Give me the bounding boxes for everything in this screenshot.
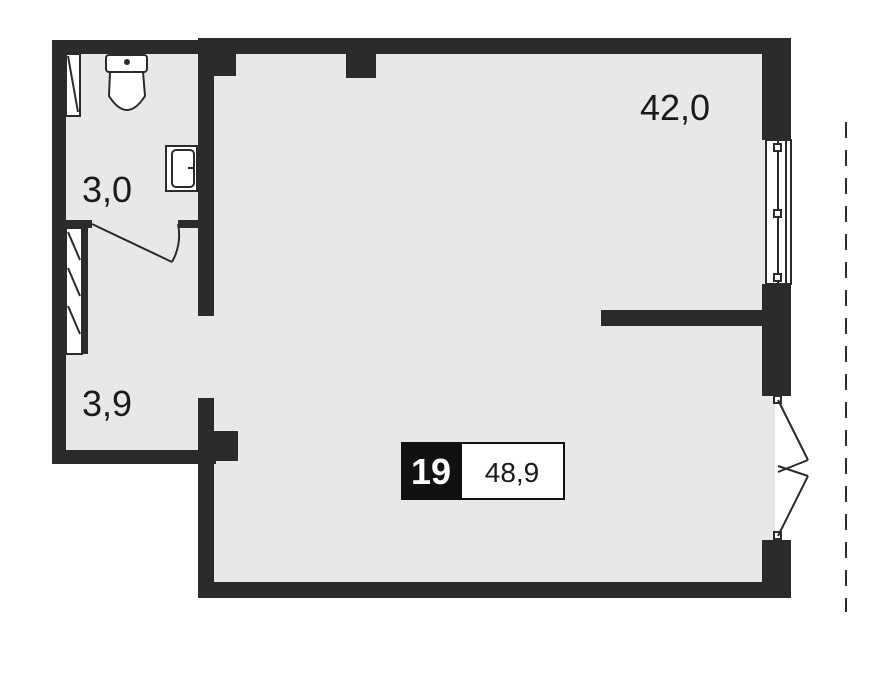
walls	[52, 38, 791, 598]
main-room-area-label: 42,0	[640, 87, 710, 128]
hallway-floor	[65, 227, 213, 451]
apartment-number: 19	[411, 451, 451, 492]
apartment-badge: 19 48,9	[401, 442, 565, 500]
wall-right-mid	[762, 284, 791, 396]
wall-bath-bottom-right	[178, 220, 200, 228]
wall-stub-top	[210, 54, 236, 76]
wall-bath-bottom-left	[66, 220, 92, 228]
wall-wardrobe	[80, 228, 88, 354]
toilet-icon	[105, 54, 148, 111]
wall-stub-hall	[198, 431, 238, 461]
column-top	[346, 52, 376, 78]
wall-bottom-hall	[52, 450, 216, 464]
bathroom-door-icon	[91, 223, 181, 263]
wall-interior-right	[601, 310, 766, 326]
badge-area-box	[460, 442, 565, 500]
wall-left-outer	[52, 40, 66, 464]
passage-floor	[198, 315, 216, 400]
wall-partition-lower	[198, 398, 214, 598]
badge-number-box	[401, 442, 461, 500]
hallway-area-label: 3,9	[82, 383, 132, 424]
bathroom-area-label: 3,0	[82, 169, 132, 210]
wall-bottom-main	[198, 582, 791, 598]
cabinet-icon	[65, 53, 81, 117]
fixtures	[65, 53, 198, 355]
apartment-total-area: 48,9	[485, 457, 540, 488]
wall-right-top	[762, 38, 791, 140]
wall-right-bottom	[762, 540, 791, 598]
sink-icon	[165, 145, 198, 192]
wardrobe-icon	[65, 227, 83, 355]
wall-partition-upper	[198, 40, 214, 316]
wall-top-bath	[52, 40, 200, 54]
window-icon	[765, 139, 792, 285]
wall-top-main	[198, 38, 791, 54]
balcony-door-icon	[773, 395, 809, 540]
